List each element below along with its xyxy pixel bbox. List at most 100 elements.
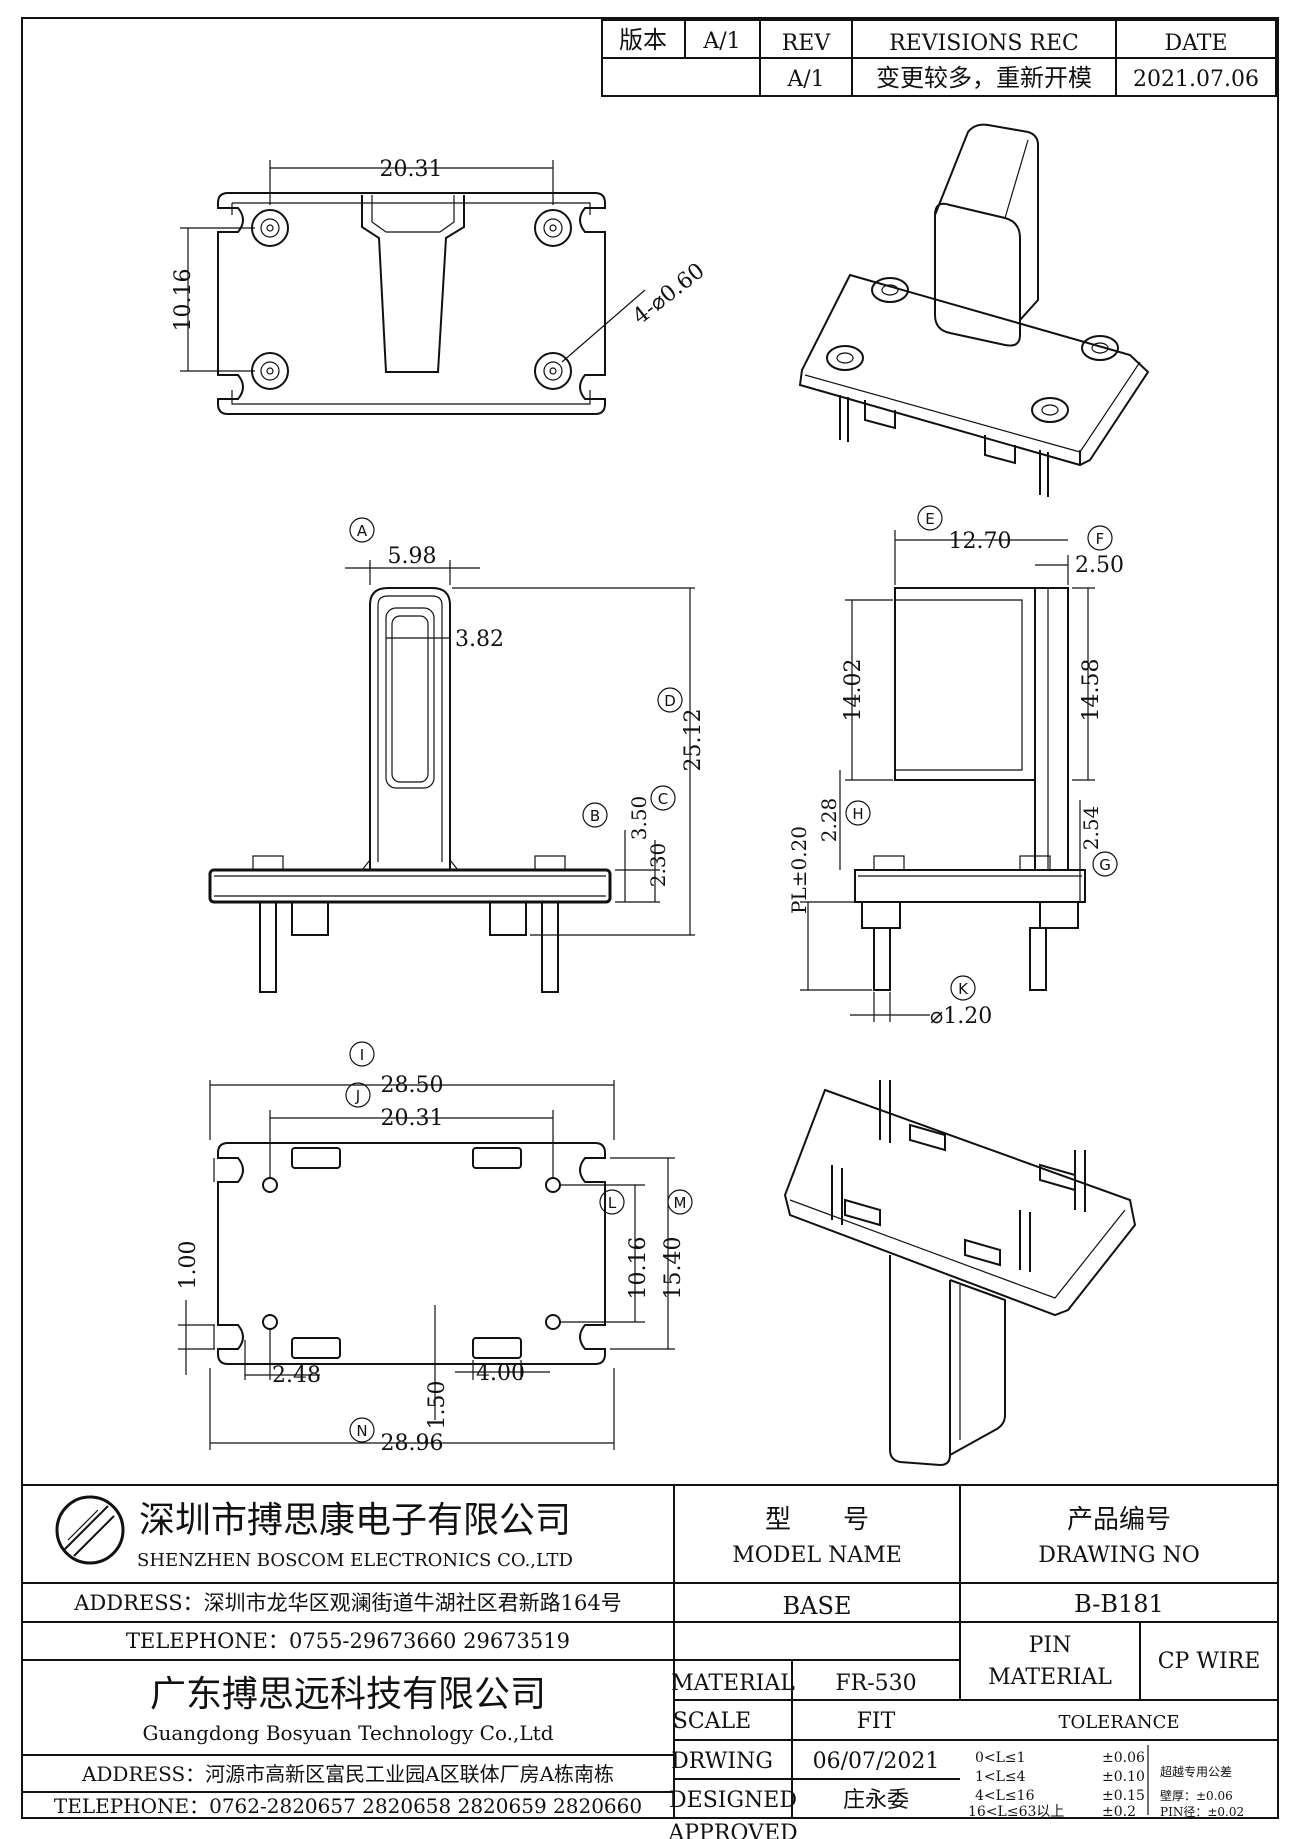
pin-material-label-2: MATERIAL xyxy=(988,1665,1112,1690)
dim-pin-dia: ⌀1.20 xyxy=(930,1004,992,1029)
svg-text:F: F xyxy=(1096,530,1105,548)
version-label: 版本 xyxy=(619,26,667,54)
title-block: 深圳市搏思康电子有限公司 SHENZHEN BOSCOM ELECTRONICS… xyxy=(22,1484,1278,1839)
drawing-no-value: B-B181 xyxy=(1074,1590,1164,1618)
svg-text:D: D xyxy=(664,692,676,710)
balloon-d: D xyxy=(657,687,683,713)
dim-side-h: 2.28 xyxy=(817,798,841,843)
material-label: MATERIAL xyxy=(671,1671,795,1696)
svg-text:C: C xyxy=(658,790,668,808)
dim-side-inner-height: 14.02 xyxy=(841,659,866,722)
rev-label: REV xyxy=(782,31,832,56)
scale-label: SCALE xyxy=(673,1709,751,1734)
tol-value-3: ±0.15 xyxy=(1102,1788,1145,1804)
balloon-j: J xyxy=(345,1082,371,1108)
dim-bottom-l: 10.16 xyxy=(626,1237,651,1300)
dim-bottom-pin-j: 20.31 xyxy=(381,1106,444,1131)
top-view: 20.31 10.16 4-⌀0.60 xyxy=(171,157,710,415)
tol-special-label: 超越专用公差 xyxy=(1160,1764,1232,1779)
model-name-cn: 型 号 xyxy=(765,1505,869,1535)
company2-name-cn: 广东搏思远科技有限公司 xyxy=(150,1674,546,1715)
telephone-2: TELEPHONE：0762-2820657 2820658 2820659 2… xyxy=(54,1794,642,1818)
tol-range-2: 1<L≤4 xyxy=(975,1769,1026,1785)
dim-bottom-m: 15.40 xyxy=(661,1237,686,1300)
dim-bottom-150: 1.50 xyxy=(425,1381,450,1430)
dim-side-g: 2.54 xyxy=(1079,806,1103,851)
scale-value: FIT xyxy=(857,1709,896,1734)
drawing-no-en: DRAWING NO xyxy=(1038,1543,1200,1568)
svg-text:E: E xyxy=(925,510,934,528)
dim-side-width: 12.70 xyxy=(949,529,1012,554)
balloon-a: A xyxy=(349,517,375,543)
front-view: 5.98 3.82 25.12 3.50 2.30 xyxy=(208,544,706,993)
svg-text:K: K xyxy=(958,980,969,998)
svg-text:M: M xyxy=(674,1194,687,1212)
hole-top-right xyxy=(534,209,572,247)
address-2: ADDRESS：河源市高新区富民工业园A区联体厂房A栋南栋 xyxy=(81,1762,614,1786)
tol-value-1: ±0.06 xyxy=(1102,1750,1145,1766)
tol-value-4: ±0.2 xyxy=(1102,1804,1136,1820)
svg-text:G: G xyxy=(1099,856,1111,874)
material-value: FR-530 xyxy=(835,1671,916,1696)
dim-front-post-width: 5.98 xyxy=(388,544,437,569)
dim-top-pin-spacing: 20.31 xyxy=(380,157,443,182)
dim-bottom-248: 2.48 xyxy=(272,1363,321,1388)
svg-text:N: N xyxy=(356,1422,367,1440)
balloon-n: N xyxy=(349,1417,375,1443)
hole-bottom-left xyxy=(251,352,289,390)
dim-front-inner-width: 3.82 xyxy=(455,627,504,652)
date-value: 2021.07.06 xyxy=(1133,67,1259,92)
dim-bottom-left: 1.00 xyxy=(176,1241,201,1290)
balloon-l: L xyxy=(599,1189,625,1215)
balloon-k: K xyxy=(950,975,976,1001)
svg-text:J: J xyxy=(355,1087,360,1105)
designed-label: DESIGNED xyxy=(669,1788,797,1813)
address-1: ADDRESS：深圳市龙华区观澜街道牛湖社区君新路164号 xyxy=(73,1591,621,1615)
sheet-border xyxy=(21,17,1279,1819)
dim-front-base-b: 3.50 xyxy=(627,796,651,841)
svg-text:A: A xyxy=(357,522,368,540)
rev-value: A/1 xyxy=(786,67,824,92)
date-label: DATE xyxy=(1164,31,1227,56)
balloon-f: F xyxy=(1087,525,1113,551)
revision-block: 版本 A/1 REV REVISIONS REC DATE A/1 变更较多，重… xyxy=(601,19,1277,97)
hole-top-left xyxy=(251,209,289,247)
tol-range-3: 4<L≤16 xyxy=(975,1788,1035,1804)
svg-text:L: L xyxy=(608,1194,617,1212)
approved-label: APPROVED xyxy=(667,1821,797,1839)
pin-material-value: CP WIRE xyxy=(1158,1649,1261,1674)
dim-side-pl: PL±0.20 xyxy=(787,826,811,914)
svg-text:H: H xyxy=(852,805,863,823)
revisions-rec-label: REVISIONS REC xyxy=(889,31,1079,56)
tol-range-1: 0<L≤1 xyxy=(975,1750,1026,1766)
hole-bottom-right xyxy=(534,352,572,390)
company-logo-icon xyxy=(55,1495,125,1565)
iso-view-bottom xyxy=(783,1080,1137,1467)
dim-bottom-width-n: 28.96 xyxy=(381,1431,444,1456)
svg-text:B: B xyxy=(590,807,600,825)
balloon-c: C xyxy=(650,785,676,811)
svg-text:I: I xyxy=(360,1046,364,1064)
balloon-b: B xyxy=(582,802,608,828)
company2-name-en: Guangdong Bosyuan Technology Co.,Ltd xyxy=(142,1721,553,1745)
tol-wall: 壁厚：±0.06 xyxy=(1160,1788,1233,1803)
balloon-i: I xyxy=(349,1041,375,1067)
version-value: A/1 xyxy=(702,29,740,54)
company-name-cn: 深圳市搏思康电子有限公司 xyxy=(139,1500,571,1541)
pin-material-label-1: PIN xyxy=(1029,1633,1072,1658)
balloon-g: G xyxy=(1092,851,1118,877)
dim-side-wall: 2.50 xyxy=(1075,553,1124,578)
tol-pin: PIN径：±0.02 xyxy=(1160,1805,1244,1819)
designed-value: 庄永委 xyxy=(843,1788,909,1813)
drawing-no-cn: 产品编号 xyxy=(1067,1505,1171,1535)
balloon-m: M xyxy=(667,1189,693,1215)
tol-value-2: ±0.10 xyxy=(1102,1769,1145,1785)
bottom-view: 28.50 20.31 10.16 15.40 1.00 2.48 4.00 1… xyxy=(176,1073,686,1456)
drwing-value: 06/07/2021 xyxy=(813,1749,940,1774)
drwing-label: DRWING xyxy=(671,1749,773,1774)
model-value: BASE xyxy=(783,1592,852,1620)
revision-text: 变更较多，重新开模 xyxy=(876,64,1092,92)
dim-side-outer-height: 14.58 xyxy=(1079,659,1104,722)
balloon-h: H xyxy=(845,800,871,826)
